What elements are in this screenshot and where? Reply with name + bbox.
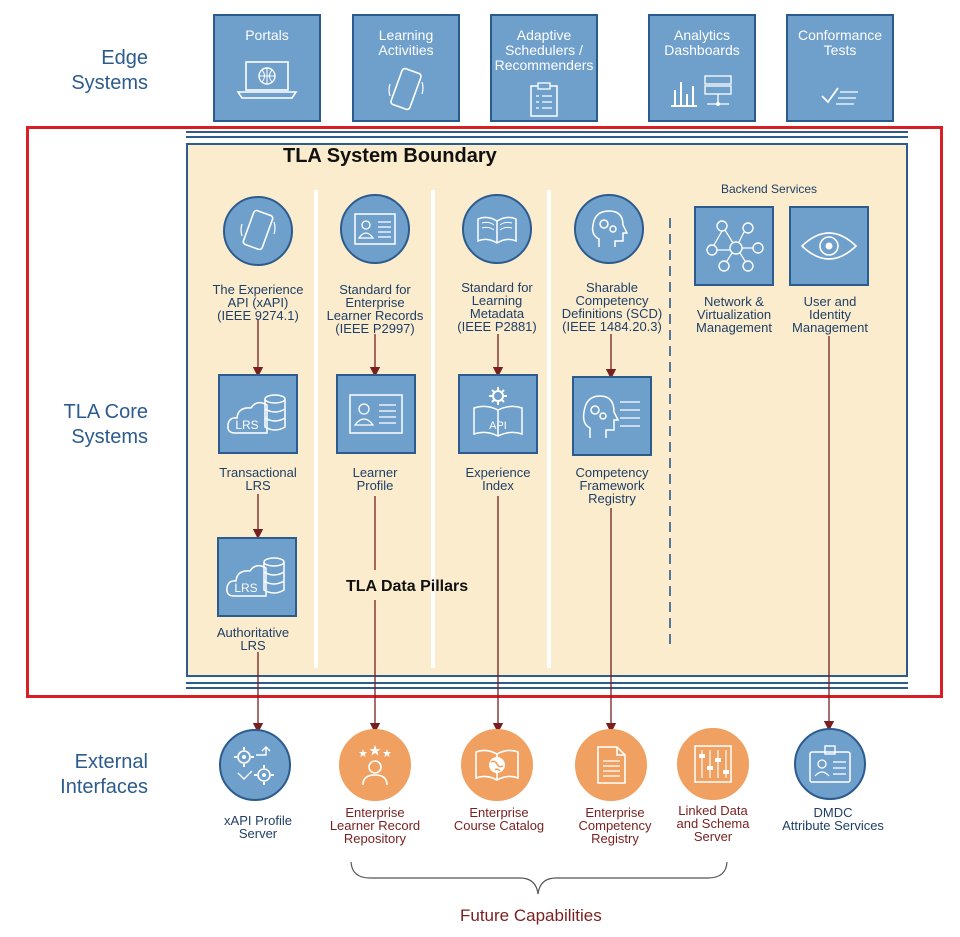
laptop-globe-icon [236,61,298,99]
lrs-cloud-database-icon: LRS [227,394,286,434]
learning-metadata-standard-icon-circle [462,194,532,264]
authoritative-lrs-box: LRS [217,537,297,617]
authoritative-lrs-label: Authoritative LRS [216,625,290,653]
system-boundary-title: TLA System Boundary [283,145,497,167]
eye-icon [800,232,858,260]
edge-systems-label: Edge Systems [71,47,148,94]
svg-text:LRS: LRS [235,418,258,432]
learner-profile-label: Learner Profile [352,465,398,493]
competency-framework-registry-box [572,376,652,456]
lrs-cloud-database-icon: LRS [226,557,285,597]
user-identity-label: User and Identity Management [792,294,868,335]
head-gears-icon [591,210,629,247]
svg-text:LRS: LRS [234,581,257,595]
learner-records-standard-label: Standard for Enterprise Learner Records … [326,282,424,336]
open-book-icon [477,216,517,244]
experience-index-box: API [458,374,538,454]
pillar-divider [314,190,318,668]
svg-text:API: API [489,420,507,432]
head-gears-list-icon [582,395,640,438]
edge-conformance-tests-label: Conformance Tests [797,27,883,58]
future-capabilities-label: Future Capabilities [460,906,602,925]
boundary-top-line-2 [186,136,908,138]
dmdc-attribute-services-circle [794,728,866,800]
linked-data-server-label: Linked Data and Schema Server [676,803,750,844]
learner-record-repository-label: Enterprise Learner Record Repository [329,805,421,846]
mobile-device-icon [240,209,276,251]
network-people-icon [706,220,764,272]
edge-conformance-tests: Conformance Tests [786,14,894,122]
pillar-divider [547,190,551,668]
bar-chart-server-icon [671,75,732,107]
scd-standard-icon-circle [574,194,644,264]
id-badge-icon [809,745,851,783]
sliders-icon [694,745,732,783]
transactional-lrs-box: LRS [218,374,298,454]
book-gear-api-icon: API [473,387,523,437]
competency-framework-registry-label: Competency Framework Registry [575,465,649,506]
xapi-standard-icon-circle [223,196,293,266]
network-virtualization-label: Network & Virtualization Management [696,294,772,335]
learner-records-standard-icon-circle [340,194,410,264]
checklist-icon [821,87,858,105]
xapi-profile-server-circle [219,729,291,801]
edge-adaptive-schedulers-label: Adaptive Schedulers / Recommenders [494,27,594,73]
edge-analytics-dashboards: Analytics Dashboards [648,14,756,122]
boundary-bottom-line-1 [186,682,908,684]
stars-person-icon [359,745,391,786]
course-catalog-label: Enterprise Course Catalog [453,805,545,833]
mobile-device-icon [388,67,424,111]
clipboard-icon [530,82,558,117]
data-pillars-title: TLA Data Pillars [346,578,469,595]
transactional-lrs-label: Transactional LRS [219,465,297,493]
xapi-profile-server-label: xAPI Profile Server [224,813,292,841]
core-systems-label: TLA Core Systems [63,401,148,448]
xapi-standard-label: The Experience API (xAPI) (IEEE 9274.1) [212,282,304,323]
course-catalog-circle [461,729,533,801]
edge-portals-label: Portals [245,27,289,43]
backend-services-title: Backend Services [721,182,818,196]
learning-metadata-standard-label: Standard for Learning Metadata (IEEE P28… [457,280,537,334]
gears-icon [234,746,274,785]
tla-core-boundary [26,126,943,698]
linked-data-server-circle [677,728,749,800]
document-icon [597,746,626,784]
boundary-bottom-line-2 [186,687,908,689]
external-interfaces-label: External Interfaces [60,751,148,798]
edge-learning-activities: Learning Activities [352,14,460,122]
network-virtualization-box [694,206,774,286]
id-card-icon [354,213,396,245]
pillar-divider [431,190,435,668]
edge-learning-activities-label: Learning Activities [378,27,434,58]
user-identity-box [789,206,869,286]
learner-profile-box [336,374,416,454]
edge-adaptive-schedulers: Adaptive Schedulers / Recommenders [490,14,598,122]
book-globe-icon [475,749,519,781]
edge-portals: Portals [213,14,321,122]
id-card-icon [349,394,403,434]
boundary-top-line-1 [186,131,908,133]
competency-registry-label: Enterprise Competency Registry [578,805,652,846]
learner-record-repository-circle [339,729,411,801]
edge-analytics-dashboards-label: Analytics Dashboards [664,27,740,58]
experience-index-label: Experience Index [465,465,531,493]
competency-registry-circle [575,729,647,801]
scd-standard-label: Sharable Competency Definitions (SCD) (I… [561,280,663,334]
dmdc-attribute-services-label: DMDC Attribute Services [782,805,884,833]
